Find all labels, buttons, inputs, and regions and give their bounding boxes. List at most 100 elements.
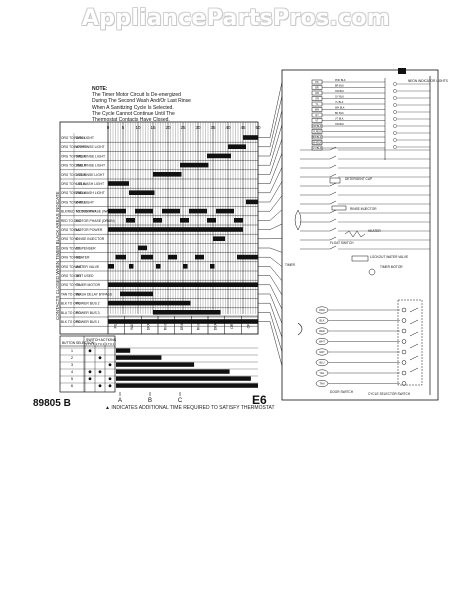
row-terminals: BLK TO ORG	[61, 320, 81, 324]
button-number: 5	[71, 376, 74, 381]
timer-contact-bar	[156, 264, 161, 269]
timer-contact-bar	[153, 310, 221, 315]
row-function: 4TH RINSE LIGHT	[76, 145, 105, 149]
timer-contact-bar	[168, 254, 177, 260]
timer-contact-bar	[189, 208, 207, 214]
selector-terminal-label: BLK	[320, 319, 325, 323]
neon-light	[393, 145, 397, 149]
switch-terminal-circle	[401, 381, 407, 386]
row-function: MOTOR PHASE (DRAIN)	[76, 219, 115, 223]
button-number: 2	[71, 355, 74, 360]
connector-terminal	[311, 96, 323, 101]
connector-terminal-label: WH	[315, 109, 319, 112]
timer-contact-bar	[180, 218, 189, 223]
switch-terminal-circle	[401, 307, 407, 313]
row-terminals: ORG TO BR/BLK	[61, 191, 87, 195]
row-terminals: ORG TO WH/BLK	[61, 200, 87, 204]
timer-contact-bar	[180, 162, 209, 168]
connector-terminal	[311, 129, 323, 134]
cycle-marker-letter: A	[118, 398, 122, 404]
selector-terminal	[315, 380, 329, 387]
diagram-code: E6	[252, 393, 267, 407]
row-terminals: ORG TO GRY	[61, 274, 82, 278]
note-line: When A Sanitizing Cycle Is Selected.	[92, 104, 174, 111]
switch-contact	[329, 155, 337, 160]
cycle-marker-letter: C	[178, 398, 183, 404]
harness-wire	[258, 256, 283, 267]
selector-terminal	[315, 348, 329, 356]
timer-contact-bar	[228, 144, 246, 149]
switch-closed-dot	[98, 356, 102, 360]
timer-contact-bar	[213, 236, 225, 241]
row-terminals: ORG TO RED	[61, 256, 82, 260]
timer-contact-bar	[108, 282, 258, 287]
note-line: The Timer Motor Circuit Is De-energized	[92, 92, 181, 99]
connector-terminal-label: YL	[315, 103, 319, 106]
row-terminals: ORG TO YL/BLK	[61, 182, 86, 186]
row-function: 3RD RINSE LIGHT	[76, 154, 105, 158]
connector-terminal-label: GR	[315, 98, 319, 101]
button-selection-bar	[116, 362, 195, 367]
timer-contact-bar	[115, 254, 126, 260]
harness-wire	[258, 302, 283, 338]
switch-closed-dot	[88, 370, 92, 374]
connector-terminal	[311, 134, 323, 140]
selector-terminal	[315, 306, 329, 314]
timer-contact-bar	[243, 135, 258, 140]
harness-wire	[258, 152, 283, 184]
selector-terminal	[315, 317, 329, 324]
neon-light	[393, 96, 397, 100]
time-tick-label: 30	[195, 125, 201, 130]
row-function: 2ND WASH LIGHT	[76, 191, 105, 195]
selector-terminal-label: WHT	[319, 340, 325, 344]
row-terminals: ORG TO YL	[61, 237, 78, 241]
selector-contact	[409, 343, 419, 349]
timer-contact-bar	[108, 208, 126, 214]
connector-terminal-label: GY	[315, 114, 319, 117]
connector-terminal-label: VT	[315, 120, 319, 123]
timer-cam-symbol	[294, 209, 302, 231]
row-terminals: ORG TO VIO	[61, 246, 80, 250]
connector-terminal-label: OR/BLK	[312, 125, 322, 128]
switch-column-label: 2 TO 2	[96, 342, 105, 346]
phase-cell	[241, 315, 259, 335]
connector-terminal	[311, 101, 323, 107]
row-function: POWER BUS 1	[76, 320, 100, 324]
selector-contact	[409, 307, 419, 313]
row-terminals: RED TO ORG	[61, 219, 82, 223]
neon-light	[393, 110, 397, 114]
selector-terminal	[315, 359, 329, 366]
footnote: ▲ INDICATES ADDITIONAL TIME REQUIRED TO …	[105, 405, 275, 411]
switch-closed-dot	[108, 363, 112, 367]
switch-contact	[329, 236, 337, 241]
row-terminals: BLK/RED TO ORG/WHT	[61, 210, 96, 214]
note-title: NOTE:	[92, 86, 108, 92]
switch-contact	[329, 227, 337, 232]
time-tick-label: 20	[165, 125, 171, 130]
row-terminals: BLU TO ORG	[61, 311, 81, 315]
connector-terminal	[311, 107, 323, 112]
switch-column-label: 1 TO 1	[86, 342, 95, 346]
cycle-marker-letter: B	[148, 398, 152, 404]
neon-light	[393, 82, 397, 86]
component-label: HEATER	[368, 229, 381, 233]
row-function: DISPENSER	[76, 246, 96, 250]
row-function: TIMER MOTOR	[76, 283, 101, 287]
switch-contact	[329, 200, 337, 205]
harness-wire	[258, 96, 283, 148]
button-selection-bar	[116, 348, 131, 353]
switch-contact	[329, 245, 337, 250]
time-tick-label: 0	[107, 125, 110, 130]
timer-contact-bar	[237, 254, 258, 260]
switch-closed-dot	[88, 349, 92, 353]
harness-wire	[258, 312, 283, 352]
timer-contact-bar	[210, 264, 215, 269]
connector-terminal	[311, 79, 323, 85]
timer-contact-bar	[108, 227, 243, 232]
row-function: DRY LIGHT	[76, 136, 94, 140]
selector-contact	[409, 355, 419, 361]
row-function: WASH DELAY BYPASS	[76, 292, 113, 296]
connector-terminal-label: BR	[315, 87, 319, 90]
